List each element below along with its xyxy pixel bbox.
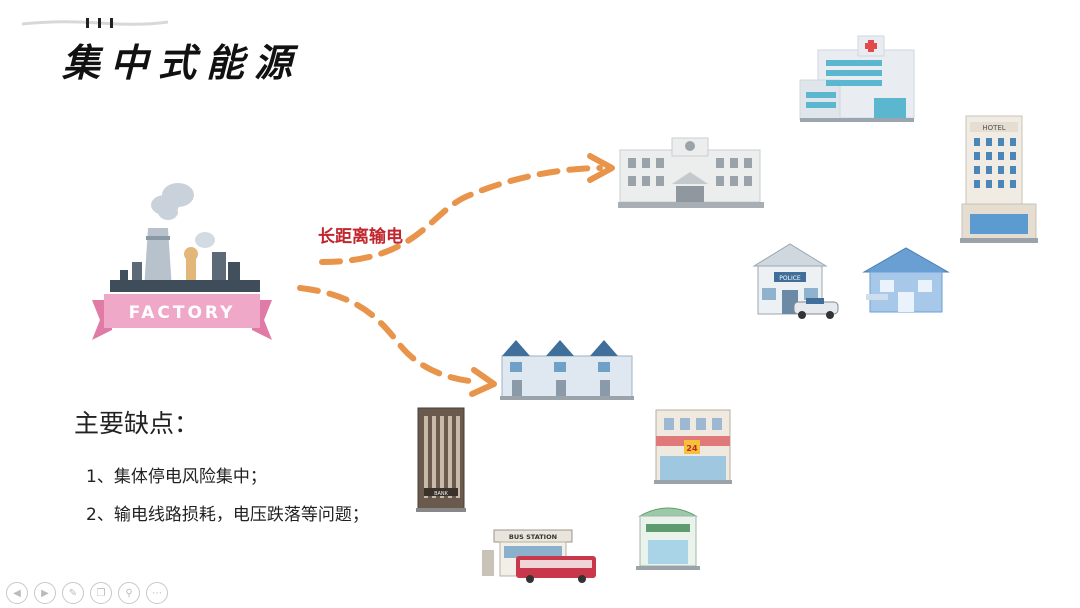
bus-station-label: BUS STATION [509, 533, 557, 541]
disadvantages-heading: 主要缺点： [74, 409, 200, 438]
townhouses-icon [500, 340, 634, 400]
police-station-icon: POLICE [752, 243, 839, 319]
arrow-to-town [297, 285, 497, 397]
hospital-icon [799, 35, 915, 122]
arrow-to-city [319, 153, 615, 265]
hotel-label: HOTEL [982, 124, 1005, 132]
bank-icon: BANK [416, 407, 466, 512]
hotel-icon: HOTEL [960, 115, 1038, 243]
bus-station-icon: BUS STATION [482, 529, 596, 583]
convenience-store-icon: 24 [654, 409, 732, 484]
prev-icon[interactable]: ◀ [6, 582, 28, 604]
copy-icon[interactable]: ❐ [90, 582, 112, 604]
zoom-icon[interactable]: ⚲ [118, 582, 140, 604]
bank-label: BANK [434, 491, 449, 497]
city-hall-icon [618, 137, 764, 208]
disadvantage-item-1: 1、集体停电风险集中； [86, 467, 267, 487]
disadvantage-item-2: 2、输电线路损耗，电压跌落等问题； [86, 505, 369, 525]
page-title: 集中式能源 [62, 40, 303, 85]
shop-icon [636, 507, 700, 570]
house-icon [862, 247, 950, 313]
factory-label: FACTORY [129, 303, 236, 323]
more-icon[interactable]: ⋯ [146, 582, 168, 604]
route-label: 长距离输电 [318, 227, 403, 247]
brush-stroke-decoration [21, 18, 169, 28]
presentation-toolbar: ◀ ▶ ✎ ❐ ⚲ ⋯ [6, 582, 168, 604]
next-icon[interactable]: ▶ [34, 582, 56, 604]
store-label: 24 [686, 444, 698, 453]
factory-icon: FACTORY [92, 183, 272, 340]
police-label: POLICE [779, 275, 801, 282]
pen-icon[interactable]: ✎ [62, 582, 84, 604]
